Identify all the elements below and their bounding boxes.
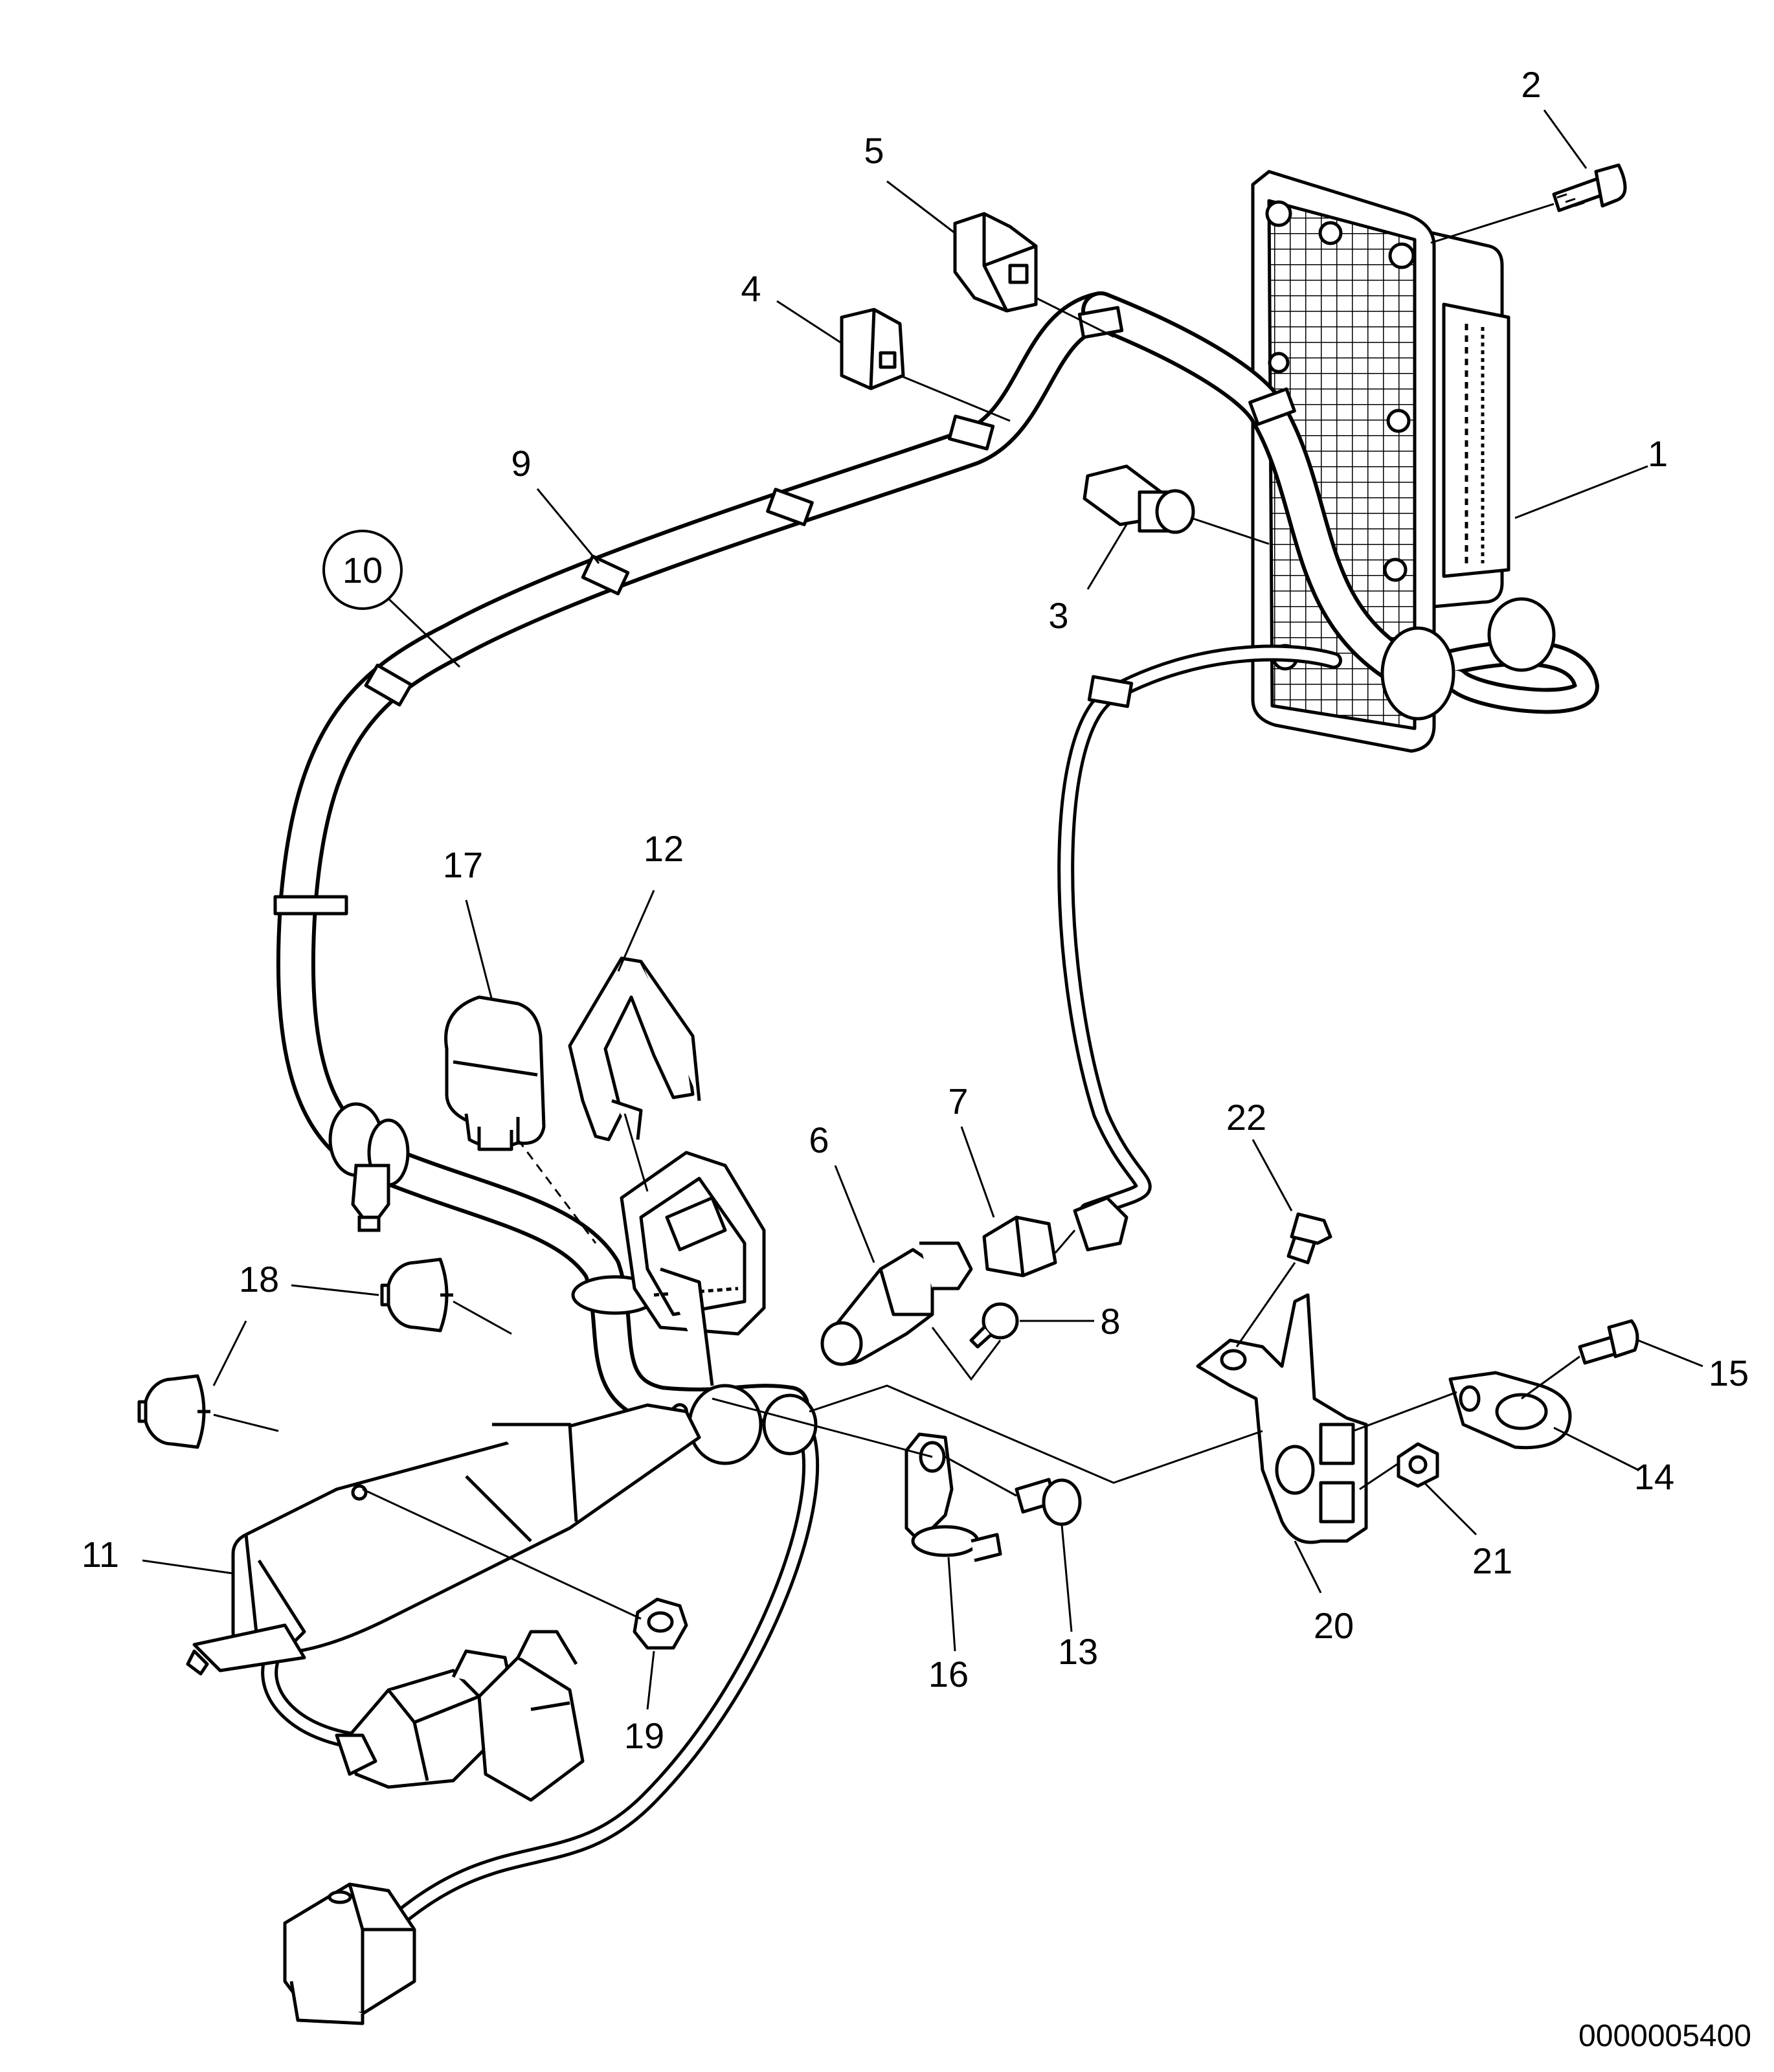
- part-16-clamp: [906, 1434, 1000, 1560]
- drawing-number: 0000005400: [1578, 2019, 1751, 2053]
- callout-8: 8: [1100, 1301, 1120, 1342]
- callout-14: 14: [1634, 1456, 1674, 1497]
- callout-10-circle: [322, 530, 403, 610]
- callout-16: 16: [928, 1654, 969, 1695]
- part-15-screw: [1580, 1321, 1637, 1363]
- part-13-screw: [1016, 1480, 1080, 1524]
- callout-21: 21: [1472, 1540, 1512, 1581]
- callout-9: 9: [511, 443, 531, 484]
- part-7-inline-connector: [984, 1198, 1127, 1276]
- callout-5: 5: [864, 130, 884, 171]
- callout-6: 6: [809, 1120, 829, 1160]
- callout-11: 11: [82, 1534, 119, 1575]
- part-8-screw: [971, 1304, 1017, 1347]
- part-6-sensor: [822, 1243, 971, 1364]
- part-9-10-harness: [269, 308, 1586, 1917]
- callout-4: 4: [741, 268, 761, 309]
- assembly-lines: [213, 203, 1580, 1620]
- part-5-connector: [955, 214, 1036, 311]
- callout-10: 10: [342, 550, 383, 591]
- part-22-screw: [1288, 1214, 1330, 1263]
- callout-labels: 1 2 3 4 5 6 7 8 9 10 11 12 13 14 15 16 1…: [82, 64, 1749, 1756]
- part-2-screw: [1554, 165, 1625, 210]
- solenoid-connectors: [337, 1632, 583, 1800]
- callout-19: 19: [624, 1715, 664, 1756]
- part-1-control-module: [1253, 172, 1509, 751]
- part-18-rubber-mount-lower: [139, 1376, 210, 1447]
- callout-22: 22: [1226, 1097, 1266, 1138]
- part-21-nut: [1398, 1444, 1437, 1486]
- part-11-bracket: [188, 1269, 712, 1674]
- part-20-bracket-plate: [1198, 1295, 1366, 1542]
- part-12-retainer-bracket: [570, 958, 699, 1140]
- callout-17: 17: [443, 844, 483, 885]
- part-17-connector-plug: [446, 997, 544, 1149]
- callout-15: 15: [1709, 1353, 1749, 1393]
- callout-3: 3: [1048, 595, 1068, 636]
- part-3-connector: [1084, 466, 1193, 532]
- bottom-din-connector: [285, 1884, 414, 2023]
- callout-13: 13: [1058, 1631, 1098, 1672]
- part-4-connector: [842, 310, 903, 388]
- callout-leaders: [142, 109, 1703, 1710]
- harness-plug-left: [353, 1166, 388, 1230]
- callout-2: 2: [1521, 64, 1541, 105]
- part-14-p-clip: [1450, 1373, 1570, 1448]
- callout-7: 7: [948, 1081, 968, 1121]
- part-19-nut: [634, 1599, 686, 1648]
- part-18-rubber-mount-upper: [382, 1259, 453, 1331]
- callout-12: 12: [644, 828, 684, 869]
- callout-20: 20: [1314, 1605, 1354, 1646]
- callout-18: 18: [239, 1259, 279, 1300]
- callout-1: 1: [1648, 433, 1668, 474]
